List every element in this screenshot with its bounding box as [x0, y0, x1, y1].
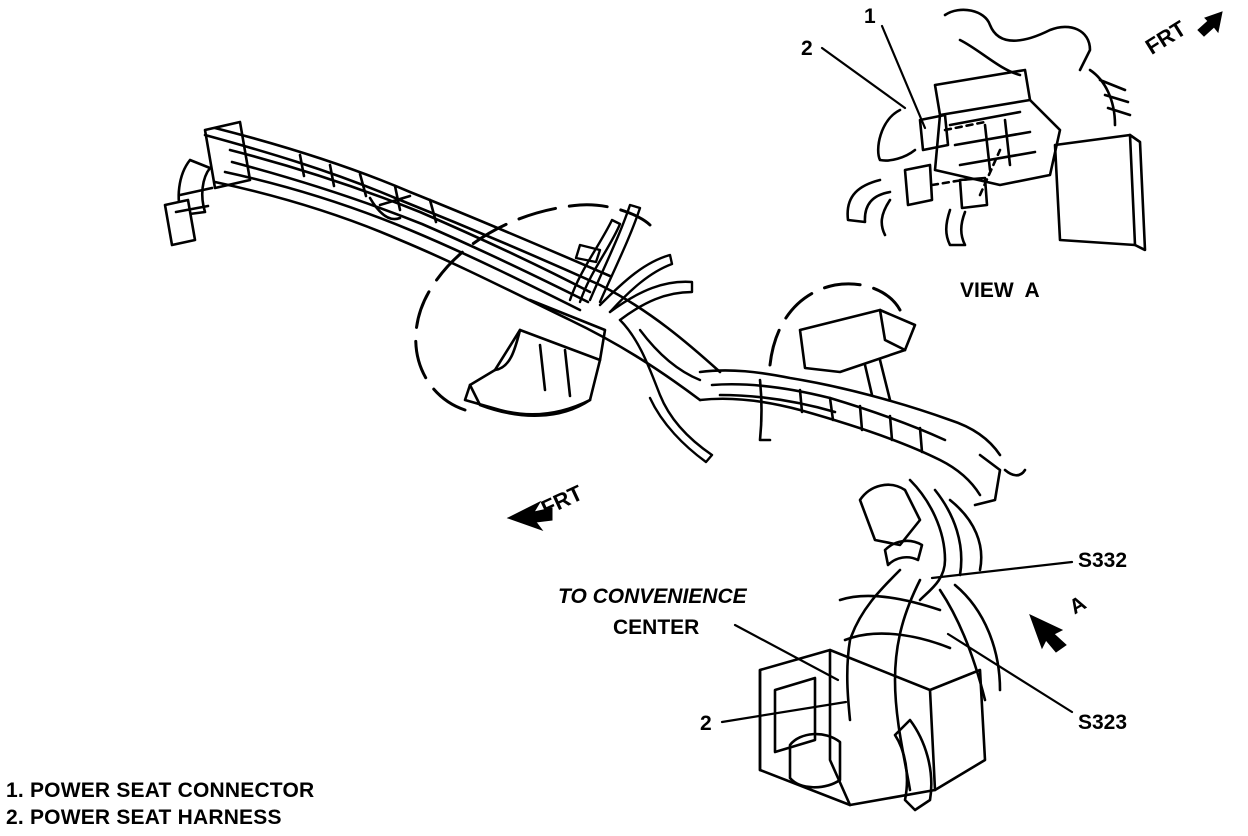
center-wire-stubs	[568, 203, 714, 464]
dashed-callout-circle-right	[768, 282, 902, 367]
leader-1-view	[880, 24, 927, 130]
splice-s332-label: S332	[1078, 549, 1128, 572]
drop-harness	[838, 478, 1002, 812]
view-a-inset	[846, 8, 1147, 252]
right-bracket	[798, 308, 917, 402]
callout-2-main: 2	[700, 712, 712, 735]
leader-s323	[946, 632, 1074, 714]
frt-arrow-top-icon	[1197, 11, 1223, 37]
splice-s323-label: S323	[1078, 711, 1128, 734]
leader-lines	[720, 24, 1074, 724]
leader-2-main	[720, 700, 848, 724]
legend-item-power-seat-harness: 2. POWER SEAT HARNESS	[6, 806, 282, 829]
view-a-label: VIEW A	[960, 279, 1040, 302]
legend-item-power-seat-connector: 1. POWER SEAT CONNECTOR	[6, 779, 315, 802]
leader-s332	[930, 560, 1074, 580]
callout-2-view: 2	[801, 37, 813, 60]
to-convenience-label: TO CONVENIENCE	[558, 585, 747, 608]
dashed-callout-circle-center	[414, 203, 652, 412]
center-label: CENTER	[613, 616, 700, 639]
leader-2-view	[820, 46, 907, 110]
legend: 1. POWER SEAT CONNECTOR 2. POWER SEAT HA…	[6, 780, 314, 828]
frt-arrow-main-icon	[506, 500, 553, 532]
arrow-a-icon	[1029, 614, 1067, 653]
right-harness-bundle	[698, 369, 1027, 507]
callout-1-view: 1	[864, 5, 876, 28]
convenience-center	[758, 648, 987, 807]
frt-arrows	[506, 11, 1223, 653]
leader-to-convenience	[733, 623, 840, 682]
column-bracket	[463, 298, 607, 417]
main-harness-bundle	[163, 120, 722, 402]
